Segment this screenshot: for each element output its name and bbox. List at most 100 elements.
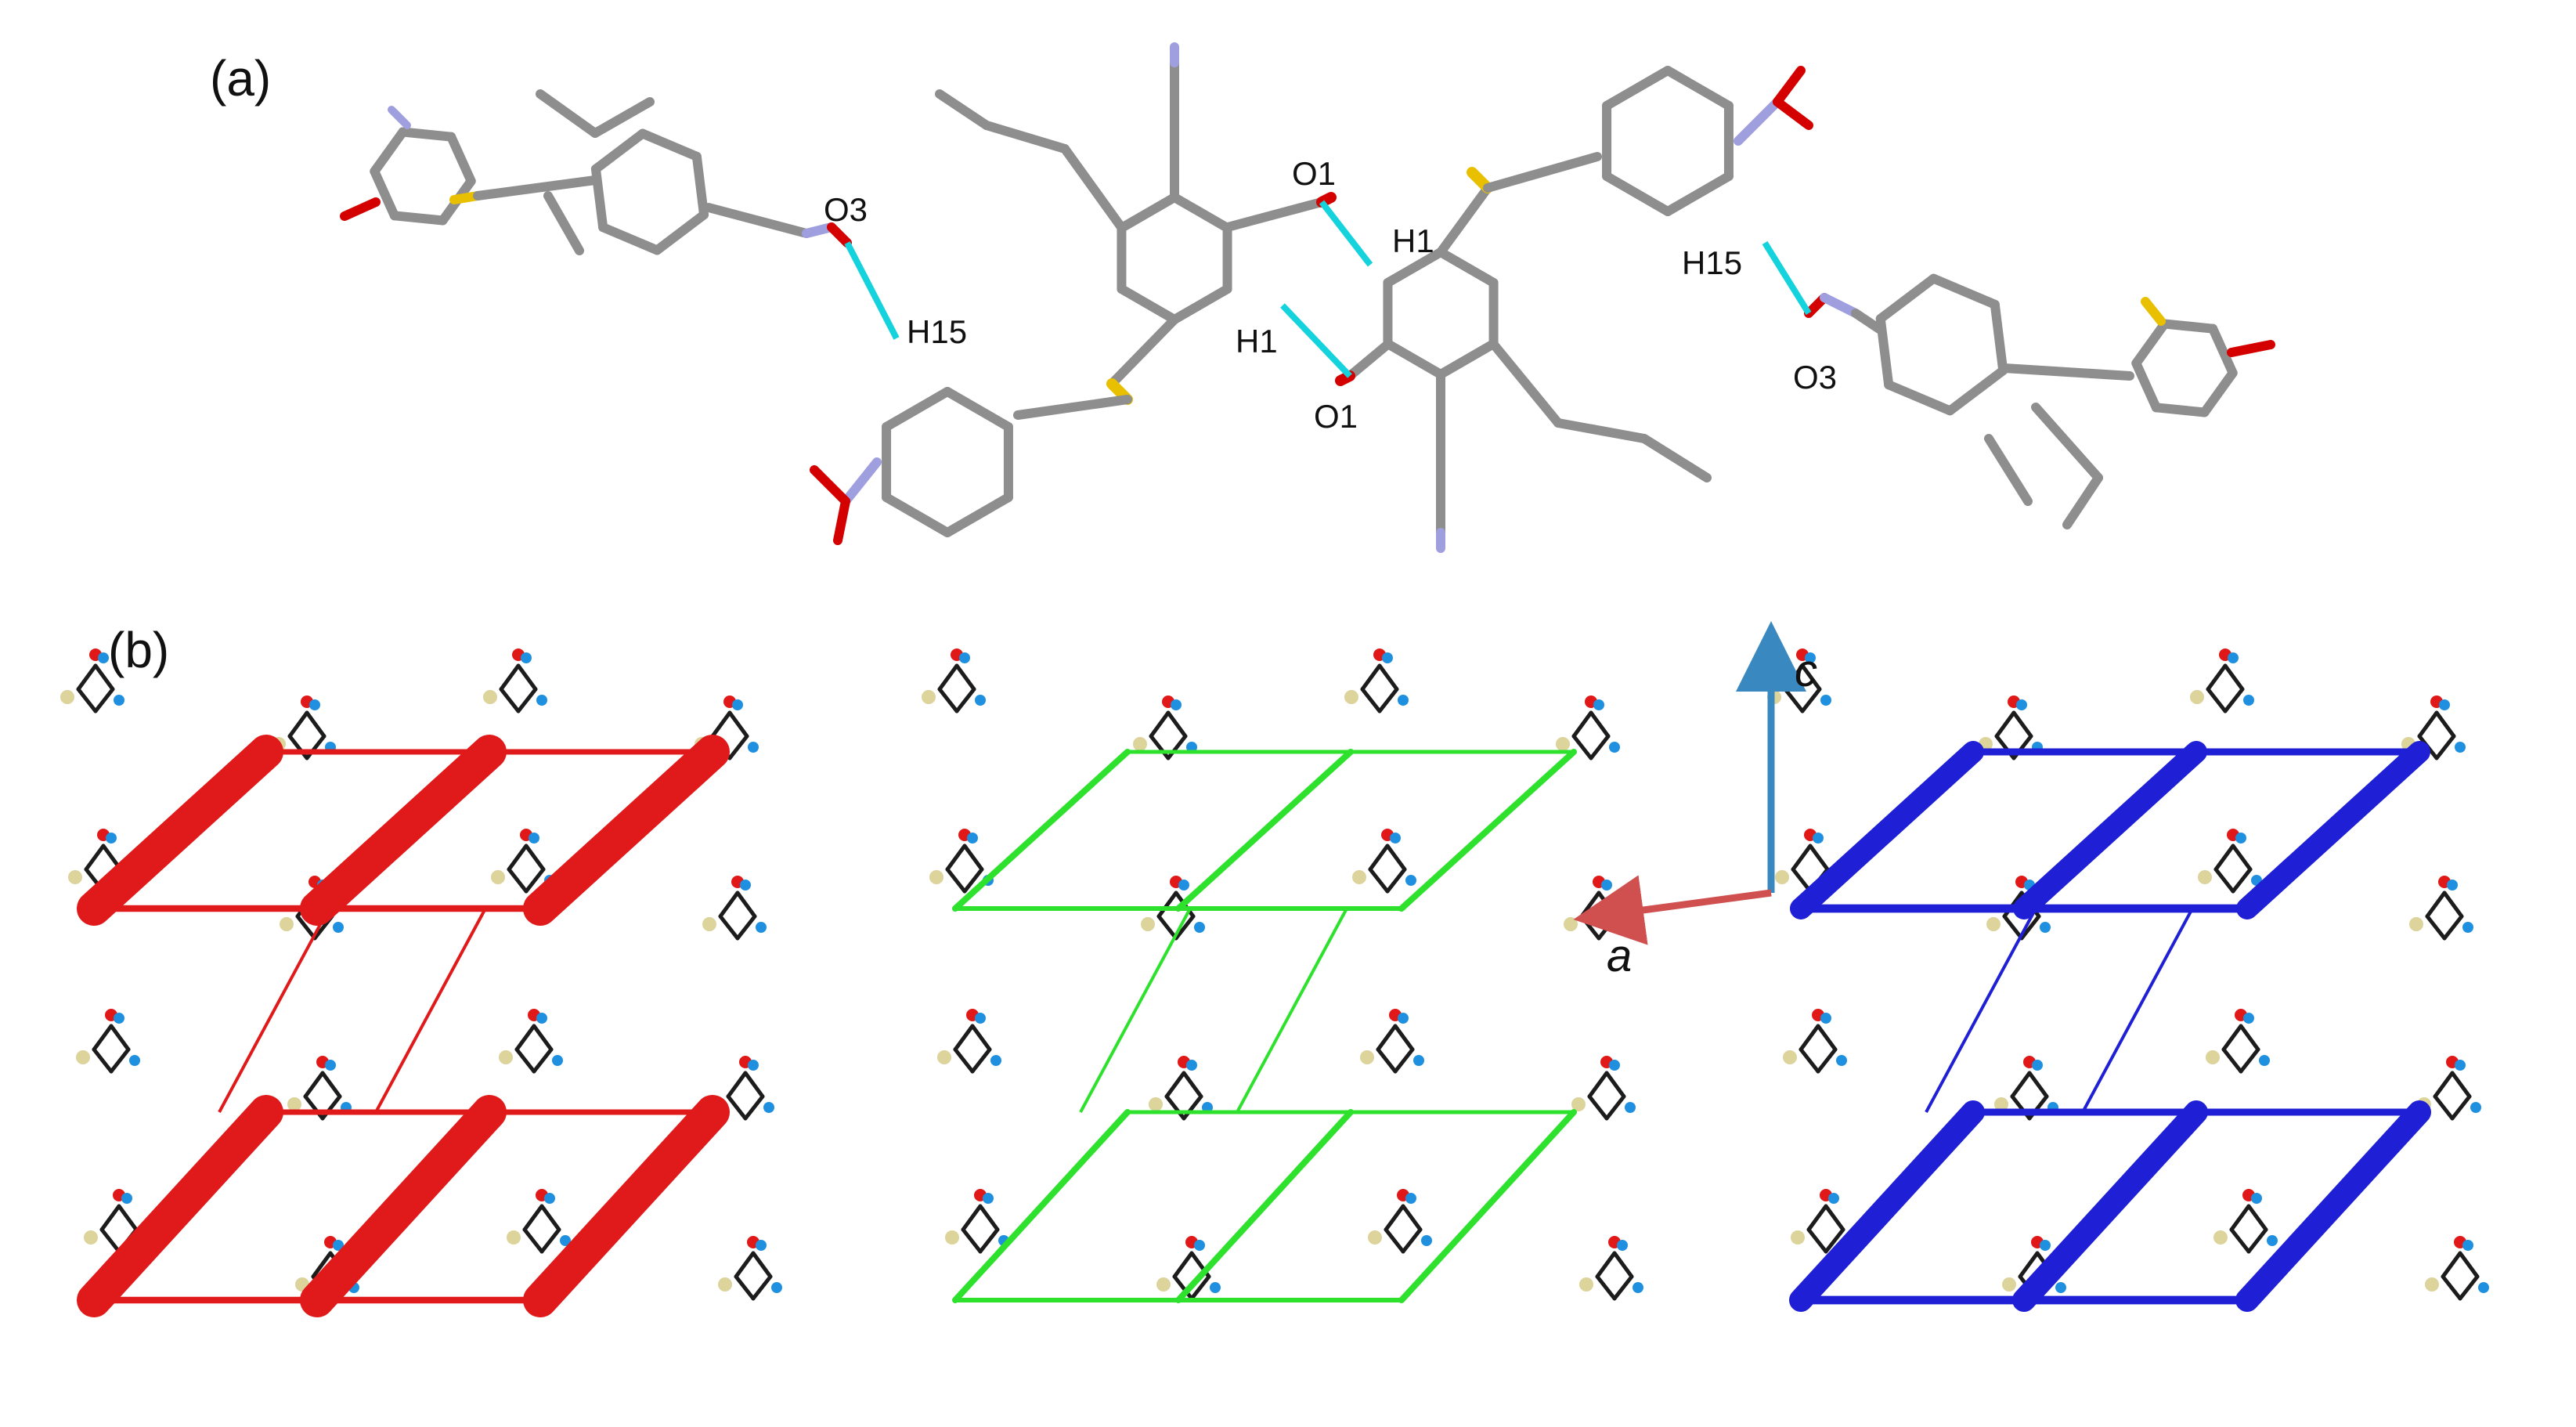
nitrile-ball: [748, 742, 759, 753]
packed-molecule: [1344, 648, 1409, 714]
bond-stick: [953, 1047, 975, 1074]
packed-molecule: [1149, 1056, 1213, 1121]
ring-bond: [637, 128, 702, 161]
sulfur-ball: [60, 690, 74, 704]
nitrogen-ball: [967, 833, 978, 844]
ring-bond: [1383, 339, 1445, 379]
bond-stick: [1799, 1024, 1820, 1052]
sulfur-ball: [1368, 1230, 1382, 1245]
nitrile-ball: [333, 922, 344, 933]
nitro-n-right: [1734, 97, 1782, 146]
bond-stick: [524, 844, 546, 872]
bond-stick: [1816, 1047, 1838, 1074]
ring-bond: [2159, 319, 2218, 334]
bond-stick: [1994, 710, 2016, 739]
ring-bond: [1436, 247, 1499, 287]
energy-framework: [1789, 741, 2431, 1312]
bond-stick: [320, 1094, 342, 1121]
bond-stick: [1587, 1094, 1609, 1121]
bond-stick: [1791, 867, 1813, 894]
ring-bond: [652, 210, 709, 255]
sulfur-ball: [2198, 870, 2212, 884]
sulfur-ball: [702, 917, 716, 931]
hbond-h15-o3-right: [1762, 240, 1812, 316]
nitrogen-ball: [536, 1013, 547, 1024]
nitrile-ball: [1421, 1235, 1432, 1246]
bond-stick: [734, 1274, 756, 1301]
ring-bond: [2131, 319, 2170, 368]
sulfur-ball: [2206, 1050, 2220, 1064]
packed-molecule: [1556, 695, 1620, 760]
bond-stick: [305, 734, 327, 760]
nitro-o: [827, 222, 852, 247]
bond-stick: [1816, 1024, 1838, 1052]
bond-stick: [1808, 844, 1830, 872]
bond-stick: [1368, 844, 1390, 872]
bond-stick: [1579, 914, 1601, 941]
sulfur-ball: [1344, 690, 1358, 704]
nitrogen-ball: [1601, 880, 1612, 891]
bond-stick: [1385, 844, 1407, 872]
bond-stick: [1483, 152, 1602, 193]
bond-stick: [99, 1227, 121, 1254]
sulfur-ball: [1994, 1097, 2008, 1111]
packed-molecule: [1564, 876, 1628, 941]
nitrogen-ball: [2251, 1193, 2262, 1204]
panel-a-label: (a): [210, 50, 271, 107]
bond-stick: [743, 1094, 765, 1121]
ring-bond: [1884, 380, 1955, 416]
bond-stick: [1166, 710, 1188, 739]
nitrile-ball: [2040, 922, 2051, 933]
bond-stick: [2206, 687, 2228, 714]
bond-stick: [1182, 1071, 1203, 1099]
bond-stick: [1384, 1227, 1405, 1254]
nitrogen-ball: [106, 833, 117, 844]
sulfur-ball: [2213, 1230, 2228, 1245]
framework-rod: [952, 749, 1131, 912]
packed-molecule: [702, 876, 767, 941]
ring-bond: [370, 127, 408, 176]
framework-rod: [300, 735, 507, 926]
bond-stick: [2433, 1094, 2455, 1121]
bond-stick: [2417, 710, 2439, 739]
bond-stick: [2441, 1274, 2462, 1301]
bond-stick: [1164, 1094, 1186, 1121]
bond-stick: [1824, 1204, 1845, 1232]
ring-bond: [389, 211, 448, 226]
bond-stick: [751, 1251, 773, 1279]
nitrile-ball: [1609, 742, 1620, 753]
bond-stick: [1595, 1251, 1617, 1279]
bond-stick: [1571, 710, 1593, 739]
sulfur-ball: [1775, 870, 1789, 884]
packed-molecule: [1579, 1236, 1643, 1301]
nitrogen-ball: [1186, 1060, 1197, 1071]
nitrogen-ball: [2462, 1240, 2473, 1251]
c-o-bond-b: [1345, 340, 1392, 381]
bond-stick: [507, 844, 529, 872]
bond-stick: [2223, 687, 2245, 714]
ring-bond: [2151, 403, 2210, 417]
nitrogen-ball: [1820, 1013, 1831, 1024]
bond-stick: [1589, 710, 1611, 739]
hbond-o1-h1-top: [1319, 200, 1373, 267]
nitrile-ball: [756, 922, 767, 933]
bond-stick: [2011, 710, 2033, 739]
bond-stick: [524, 867, 546, 894]
sulfur-ball: [1579, 1277, 1593, 1292]
carbonyl-o-right: [2227, 340, 2275, 357]
framework-rod: [952, 1109, 1131, 1303]
bond-stick: [1384, 1204, 1405, 1232]
bond-stick: [2442, 914, 2464, 941]
ring-bond: [1928, 273, 2000, 309]
sulfur-ball: [507, 1230, 521, 1245]
sulfur-ball: [2409, 917, 2423, 931]
bond-stick: [937, 687, 959, 714]
bond-stick: [2433, 1071, 2455, 1099]
bond-stick: [954, 663, 976, 692]
bond-stick: [970, 1024, 992, 1052]
framework-rod: [77, 735, 283, 926]
nitro-n-left: [841, 457, 882, 506]
bond-stick: [1587, 1071, 1609, 1099]
bond-stick: [743, 1071, 765, 1099]
ring-bond: [882, 493, 952, 537]
